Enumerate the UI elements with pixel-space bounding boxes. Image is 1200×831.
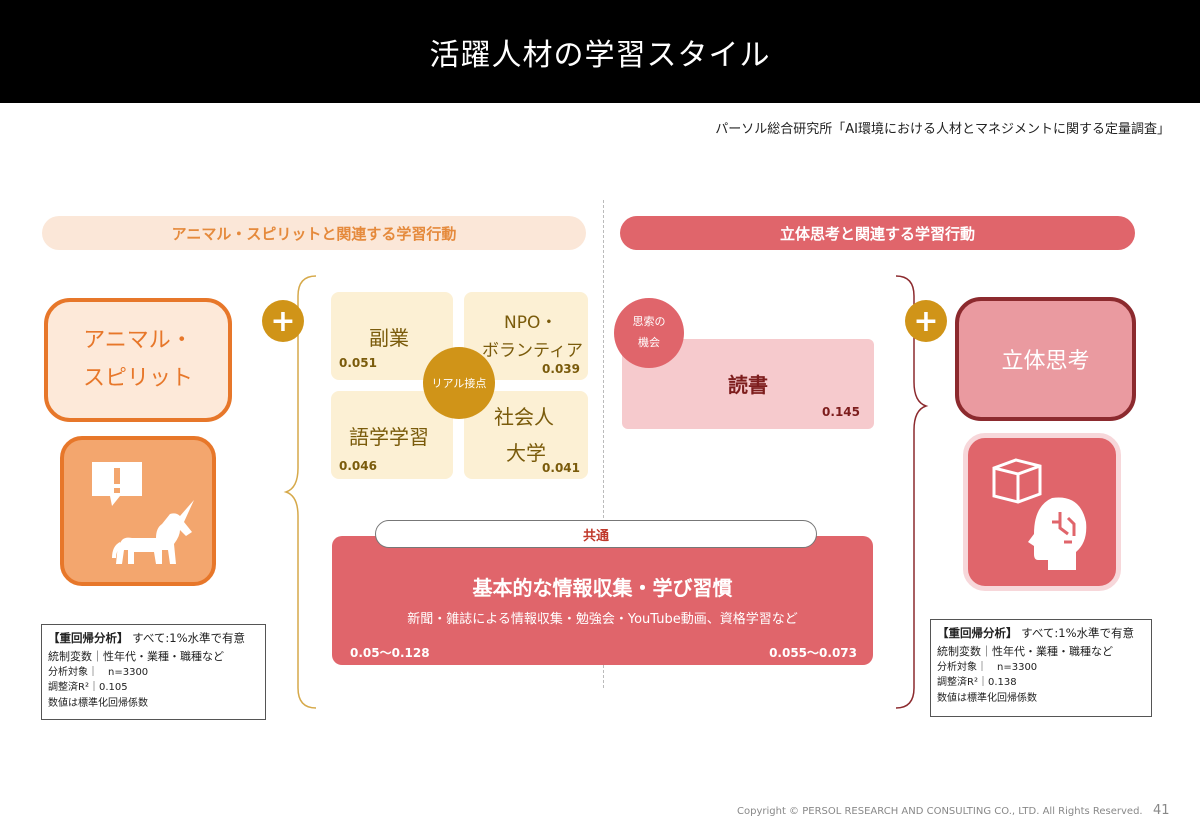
common-title: 基本的な情報収集・学び習慣 — [472, 576, 733, 600]
note-controls: 統制変数｜性年代・業種・職種など — [937, 644, 1113, 658]
common-value-left: 0.05～0.128 — [350, 646, 430, 660]
left-section-header: アニマル・スピリットと関連する学習行動 — [42, 216, 586, 250]
regression-note-left: 【重回帰分析】 すべて:1%水準で有意 統制変数｜性年代・業種・職種など 分析対… — [41, 624, 266, 720]
right-section-header: 立体思考と関連する学習行動 — [620, 216, 1135, 250]
page-title: 活躍人材の学習スタイル — [0, 0, 1200, 103]
common-subtitle: 新聞・雑誌による情報収集・勉強会・YouTube動画、資格学習など — [407, 612, 798, 627]
quad-value: 0.051 — [339, 356, 377, 370]
note-significance: すべて:1%水準で有意 — [1021, 626, 1135, 640]
quad-label-line2: 大学 — [506, 441, 546, 465]
note-sample: 分析対象｜ n=3300 — [937, 661, 1038, 673]
badge-line1: 思索の — [632, 315, 666, 329]
quad-value: 0.046 — [339, 459, 377, 473]
rittai-icon-box — [963, 433, 1121, 591]
common-value-right: 0.055～0.073 — [769, 646, 857, 660]
real-contact-badge: リアル接点 — [423, 347, 495, 419]
note-sample: 分析対象｜ n=3300 — [48, 666, 149, 678]
cube-icon — [992, 458, 1042, 504]
note-r2: 調整済R²｜0.138 — [937, 677, 1017, 689]
page-number: 41 — [1153, 803, 1170, 818]
note-significance: すべて:1%水準で有意 — [132, 631, 246, 645]
animal-spirit-icon-box — [60, 436, 216, 586]
badge-line2: 機会 — [638, 336, 660, 349]
quad-label: 副業 — [369, 326, 409, 350]
animal-spirit-line2: スピリット — [82, 366, 193, 391]
note-heading: 【重回帰分析】 — [48, 631, 129, 645]
note-r2: 調整済R²｜0.105 — [48, 682, 128, 694]
plus-icon: + — [262, 300, 304, 342]
reading-value: 0.145 — [822, 405, 860, 419]
common-learning-box: 基本的な情報収集・学び習慣 新聞・雑誌による情報収集・勉強会・YouTube動画… — [332, 536, 873, 665]
unicorn-icon — [112, 500, 194, 564]
common-tag: 共通 — [375, 520, 817, 548]
quad-value: 0.039 — [542, 362, 580, 376]
quad-adult-university: 社会人 大学 0.041 — [464, 391, 588, 479]
thinking-opportunity-badge: 思索の 機会 — [614, 298, 684, 368]
exclamation-speech-icon — [92, 462, 142, 506]
head-brain-icon — [1028, 497, 1087, 570]
quad-value: 0.041 — [542, 461, 580, 475]
note-controls: 統制変数｜性年代・業種・職種など — [48, 649, 224, 663]
note-coefficient: 数値は標準化回帰係数 — [48, 697, 148, 709]
note-coefficient: 数値は標準化回帰係数 — [937, 692, 1037, 704]
regression-note-right: 【重回帰分析】 すべて:1%水準で有意 統制変数｜性年代・業種・職種など 分析対… — [930, 619, 1152, 717]
quad-label-line1: NPO・ — [504, 313, 558, 333]
reading-label: 読書 — [728, 373, 768, 397]
quad-npo-volunteer: NPO・ ボランティア 0.039 — [464, 292, 588, 380]
source-citation: パーソル総合研究所「AI環境における人材とマネジメントに関する定量調査」 — [715, 122, 1170, 137]
right-brace — [895, 275, 929, 709]
center-divider — [603, 200, 604, 688]
plus-icon: + — [905, 300, 947, 342]
quad-label-line2: ボランティア — [482, 341, 583, 361]
animal-spirit-box: アニマル・ スピリット — [44, 298, 232, 422]
note-heading: 【重回帰分析】 — [937, 626, 1018, 640]
animal-spirit-line1: アニマル・ — [83, 327, 193, 353]
left-brace — [283, 275, 317, 709]
copyright: Copyright © PERSOL RESEARCH AND CONSULTI… — [737, 806, 1143, 817]
rittai-thinking-box: 立体思考 — [955, 297, 1136, 421]
quad-label: 語学学習 — [349, 425, 429, 449]
quad-label-line1: 社会人 — [494, 405, 554, 429]
